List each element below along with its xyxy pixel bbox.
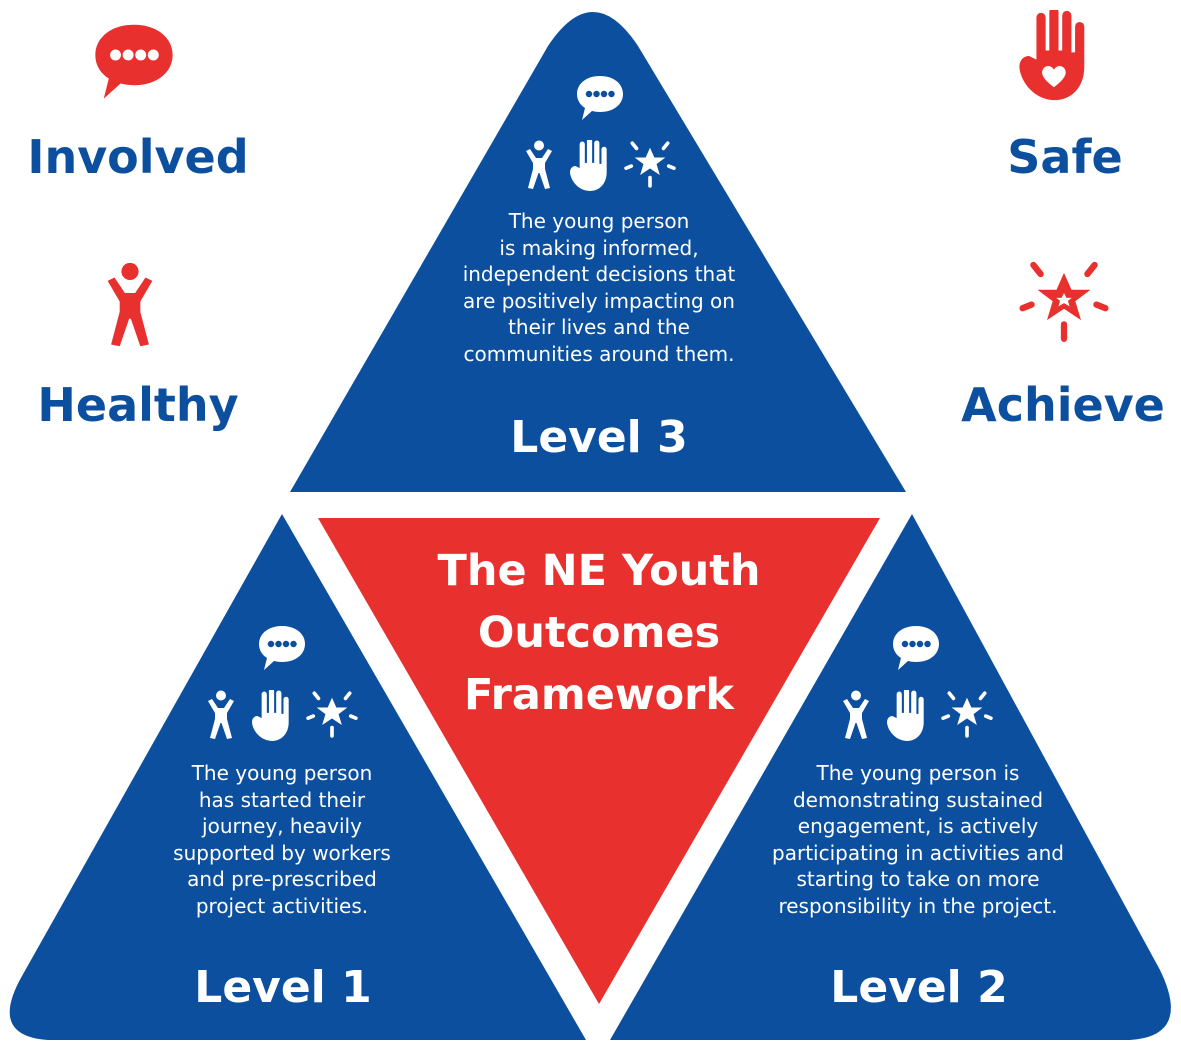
- level-3-description: The young person is making informed, ind…: [462, 209, 736, 366]
- hand-heart-icon: [1019, 10, 1085, 101]
- level-2-description: The young person is demonstrating sustai…: [772, 761, 1064, 918]
- star-burst-icon: [1023, 265, 1106, 339]
- level-1-label: Level 1: [194, 962, 372, 1013]
- framework-title: The NE Youth Outcomes Framework: [437, 546, 761, 720]
- level-1-triangle: [9, 514, 586, 1040]
- outcome-label-healthy: Healthy: [37, 378, 239, 432]
- level-3-triangle: [290, 12, 906, 492]
- center-red-triangle: [318, 518, 880, 1004]
- level-3-label: Level 3: [510, 412, 688, 463]
- level-2-label: Level 2: [830, 962, 1008, 1013]
- level-2-triangle: [610, 514, 1171, 1040]
- outcome-label-safe: Safe: [1007, 130, 1123, 184]
- speech-bubble-icon: [95, 24, 173, 99]
- person-arms-up-icon: [107, 262, 153, 347]
- outcome-label-achieve: Achieve: [961, 378, 1165, 432]
- level-1-description: The young person has started their journ…: [173, 761, 391, 918]
- outcome-label-involved: Involved: [27, 130, 249, 184]
